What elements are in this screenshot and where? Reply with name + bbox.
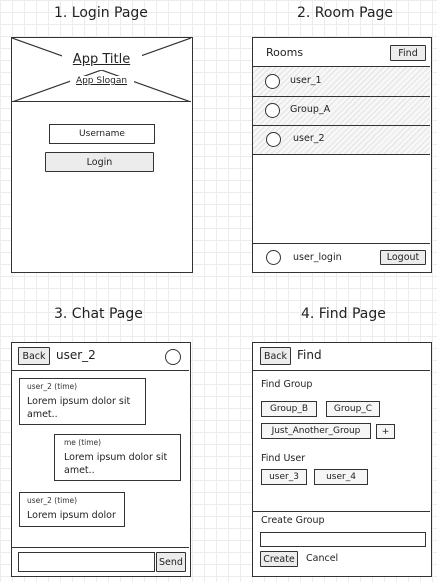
cancel-link[interactable]: Cancel [306,553,339,564]
avatar [265,74,280,89]
chat-page-frame: Back user_2 user_2 (time) Lorem ipsum do… [11,342,191,577]
room-page-frame: Rooms Find user_1 Group_A user_2 user_lo… [252,37,432,273]
login-button[interactable]: Login [45,152,154,172]
find-title: Find [297,348,322,362]
header-divider [12,101,191,102]
avatar [265,103,280,118]
message-meta: user_2 (time) [27,496,78,505]
find-user-label: Find User [261,453,306,464]
message-bubble: user_2 (time) Lorem ipsum dolor [19,492,125,527]
message-meta: user_2 (time) [27,382,78,391]
header-image-placeholder [12,38,191,102]
header-divider [253,66,430,67]
group-name-input[interactable] [260,532,426,547]
row-divider [253,125,430,126]
find-group-label: Find Group [261,379,313,390]
current-user-name: user_login [293,252,342,263]
row-divider [253,154,430,155]
login-page-heading: 1. Login Page [54,5,148,21]
add-group-button[interactable]: + [376,424,395,439]
room-row-user-1[interactable]: user_1 [253,67,430,96]
chat-page-heading: 3. Chat Page [54,306,143,322]
create-group-divider [253,511,430,512]
create-group-label: Create Group [261,515,325,526]
user-tag-3[interactable]: user_3 [261,469,307,485]
message-meta: me (time) [64,438,102,447]
login-page-frame: App Title App Slogan Username Login [11,37,193,273]
room-name: Group_A [290,104,331,115]
current-user-avatar [266,250,281,265]
find-page-heading: 4. Find Page [301,306,386,322]
create-button[interactable]: Create [260,551,298,567]
footer-divider [12,547,189,548]
footer-divider [253,243,430,244]
group-tag-just-another[interactable]: Just_Another_Group [261,423,371,439]
back-button[interactable]: Back [18,347,50,365]
group-tag-b[interactable]: Group_B [261,401,317,417]
room-name: user_2 [293,133,325,144]
username-input[interactable]: Username [49,124,155,144]
room-row-group-a[interactable]: Group_A [253,97,430,125]
chat-avatar [165,349,181,365]
row-divider [253,96,430,97]
room-row-user-2[interactable]: user_2 [253,126,430,154]
rooms-title: Rooms [266,46,304,59]
message-text: Lorem ipsum dolor [27,510,116,521]
message-input[interactable] [18,552,155,572]
chat-title: user_2 [56,348,96,362]
header-divider [12,370,189,371]
room-name: user_1 [290,75,322,86]
app-slogan: App Slogan [75,76,128,86]
avatar [266,132,281,147]
header-divider [253,370,430,371]
group-tag-c[interactable]: Group_C [326,401,380,417]
back-button[interactable]: Back [260,347,291,365]
user-tag-4[interactable]: user_4 [314,469,368,485]
find-page-frame: Back Find Find Group Group_B Group_C Jus… [252,342,432,577]
logout-button[interactable]: Logout [380,250,426,265]
find-button[interactable]: Find [390,45,426,61]
send-button[interactable]: Send [156,552,186,572]
app-title: App Title [72,52,131,67]
room-page-heading: 2. Room Page [297,5,394,21]
